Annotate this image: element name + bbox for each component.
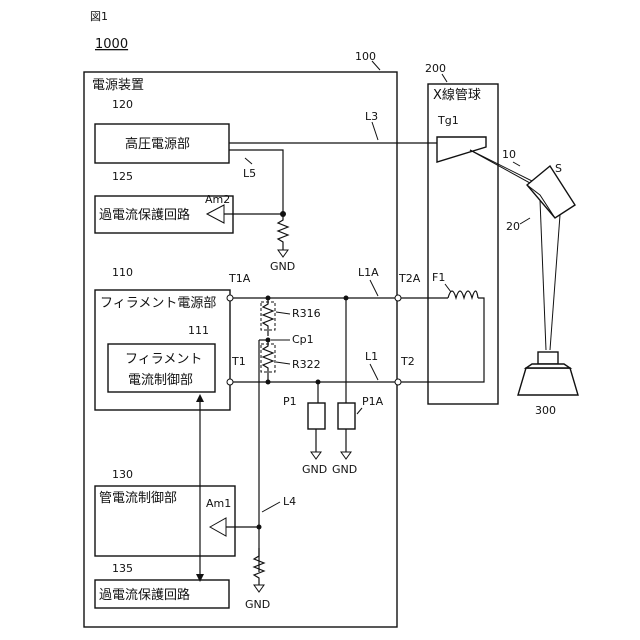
sample-label: S: [555, 162, 562, 175]
gnd-label: GND: [270, 260, 295, 273]
ocp-top-label: 過電流保護回路: [99, 207, 190, 223]
p1a-label: P1A: [362, 395, 384, 408]
gnd-label: GND: [332, 463, 357, 476]
beam-ref20: 20: [506, 220, 520, 233]
p1-label: P1: [283, 395, 297, 408]
xray-tube-title: X線管球: [433, 87, 481, 103]
filament-ctrl-line1: フィラメント: [125, 352, 202, 367]
beam-edge: [550, 215, 560, 350]
system-label: 1000: [95, 37, 128, 52]
detector-neck: [526, 364, 570, 368]
filament-supply-label: フィラメント電源部: [100, 296, 216, 311]
l1a-label: L1A: [358, 266, 379, 279]
ocp-top-ref: 125: [112, 170, 133, 183]
cp1-label: Cp1: [292, 333, 314, 346]
l4-label: L4: [283, 495, 296, 508]
leader-line: [442, 74, 447, 82]
filament-supply-ref: 110: [112, 266, 133, 279]
terminal-t1a: [227, 295, 233, 301]
power-supply-ref: 100: [355, 50, 376, 63]
p1a-box: [338, 403, 355, 429]
leader-line: [520, 218, 530, 224]
hv-source-ref: 120: [112, 98, 133, 111]
xray-tube-box: [428, 84, 498, 404]
ocp-bottom-label: 過電流保護回路: [99, 587, 190, 603]
tube-ctrl-ref: 130: [112, 468, 133, 481]
l3-label: L3: [365, 110, 378, 123]
beam-ref10: 10: [502, 148, 516, 161]
leader-line: [513, 162, 520, 166]
gnd-label: GND: [245, 598, 270, 611]
gnd-label: GND: [302, 463, 327, 476]
sample-s: [527, 166, 575, 218]
t1a-label: T1A: [228, 272, 251, 285]
l5-label: L5: [243, 167, 256, 180]
t1-label: T1: [231, 355, 246, 368]
leader-line: [372, 61, 380, 70]
filament-ctrl-ref: 111: [188, 324, 209, 337]
xray-tube-ref: 200: [425, 62, 446, 75]
power-supply-title: 電源装置: [92, 78, 144, 93]
amp2-label: Am2: [205, 193, 230, 206]
p1-box: [308, 403, 325, 429]
ocp-bottom-ref: 135: [112, 562, 133, 575]
r322-label: R322: [292, 358, 321, 371]
terminal-t1: [227, 379, 233, 385]
amp1-label: Am1: [206, 497, 231, 510]
detector-label: 300: [535, 404, 556, 417]
beam-edge: [540, 200, 546, 350]
terminal-t2: [395, 379, 401, 385]
l1-label: L1: [365, 350, 378, 363]
t2-label: T2: [400, 355, 415, 368]
junction: [266, 380, 271, 385]
r316-label: R316: [292, 307, 321, 320]
hv-source-label: 高圧電源部: [125, 136, 190, 152]
filament-ctrl-line2: 電流制御部: [128, 373, 193, 388]
figure-label: 図1: [90, 10, 108, 23]
t2a-label: T2A: [398, 272, 421, 285]
f1-label: F1: [432, 271, 445, 284]
tube-ctrl-label: 管電流制御部: [99, 491, 177, 506]
tg1-label: Tg1: [437, 114, 459, 127]
detector-body: [518, 368, 578, 395]
detector-top: [538, 352, 558, 364]
junction: [257, 525, 262, 530]
terminal-t2a: [395, 295, 401, 301]
